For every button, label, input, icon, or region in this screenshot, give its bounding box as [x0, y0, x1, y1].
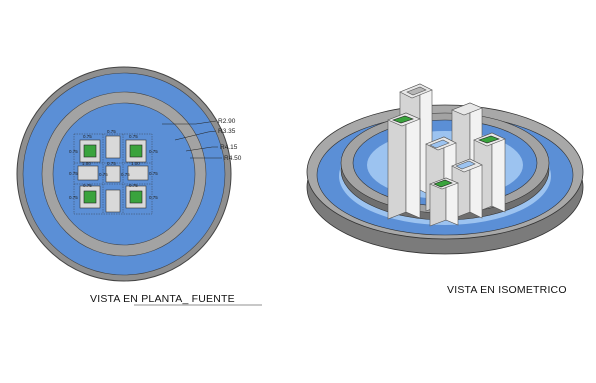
- dim-label: 1.00: [131, 161, 140, 166]
- dim-label: 0.75: [149, 195, 158, 200]
- hidden-outline: [73, 133, 153, 215]
- radius-label: R4.15: [220, 144, 238, 151]
- column-plan: [77, 165, 99, 181]
- dim-label: 0.75: [69, 195, 78, 200]
- dim-label: 0.75: [69, 171, 78, 176]
- dim-label: 0.75: [121, 172, 130, 177]
- dim-label: 0.75: [129, 183, 138, 188]
- iso-planter: [392, 115, 414, 124]
- leader-line: [185, 146, 218, 152]
- column-plan: [105, 165, 121, 183]
- plan-dimensions: 0.75 0.75 0.75 0.75 0.75 1.00 0.75 1.00 …: [69, 129, 158, 200]
- dim-label: 1.00: [82, 161, 91, 166]
- dim-label: 0.75: [107, 161, 116, 166]
- iso-columns: [387, 83, 506, 227]
- iso-column: [473, 132, 506, 214]
- planter-plan: [129, 190, 143, 204]
- iso-column: [429, 177, 459, 227]
- radius-leaders: [162, 120, 222, 159]
- column-plan: [105, 189, 121, 213]
- iso-caption: VISTA EN ISOMETRICO: [447, 284, 567, 296]
- dim-label: 0.75: [83, 183, 92, 188]
- plan-planters: [83, 144, 143, 204]
- column-plan: [127, 165, 149, 181]
- iso-column: [387, 112, 421, 220]
- dim-label: 0.75: [149, 149, 158, 154]
- dim-label: 0.75: [99, 172, 108, 177]
- planter-plan: [83, 190, 97, 204]
- plan-view: 0.75 0.75 0.75 0.75 0.75 1.00 0.75 1.00 …: [16, 66, 262, 306]
- dim-label: 0.75: [129, 134, 138, 139]
- radius-label: R2.90: [218, 118, 236, 125]
- radius-label: R4.50: [224, 155, 242, 162]
- dim-label: 0.75: [69, 149, 78, 154]
- planter-plan: [83, 144, 97, 158]
- planter-plan: [129, 144, 143, 158]
- leader-line: [174, 130, 217, 141]
- iso-planter: [433, 179, 453, 188]
- dim-label: 0.75: [149, 171, 158, 176]
- plan-hidden-lines: [73, 133, 153, 215]
- iso-view: VISTA EN ISOMETRICO: [306, 83, 584, 296]
- radius-label: R3.35: [218, 128, 236, 135]
- dim-label: 0.75: [107, 129, 116, 134]
- inner-water: [52, 102, 196, 246]
- iso-planter: [478, 135, 500, 144]
- dim-label: 0.75: [83, 134, 92, 139]
- plan-caption: VISTA EN PLANTA_ FUENTE: [90, 293, 235, 305]
- column-plan: [105, 135, 121, 159]
- leader-line: [162, 120, 217, 125]
